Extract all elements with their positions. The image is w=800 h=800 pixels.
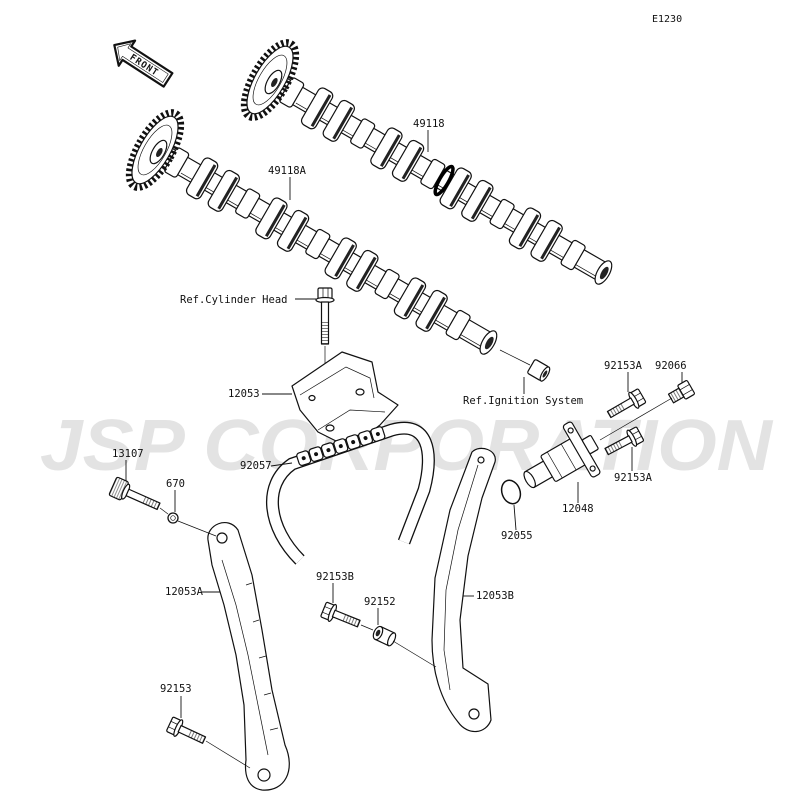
- washer-670: [167, 512, 179, 524]
- o-ring-92055: [500, 479, 522, 505]
- bolt-92153: [166, 716, 208, 748]
- callout-92152: 92152: [364, 596, 396, 608]
- leader-92057: [270, 462, 293, 467]
- callout-92153b: 92153B: [316, 571, 354, 583]
- alignment-line: [360, 624, 374, 631]
- chain-guide-12053a: [207, 522, 290, 791]
- watermark-text: JSP CORPORATION: [40, 406, 774, 486]
- callout-12048: 12048: [562, 503, 594, 515]
- ignition-rotor-part: [527, 359, 551, 382]
- callout-92153a-upper: 92153A: [604, 360, 643, 372]
- tensioner-guide-12053b: [431, 447, 496, 733]
- callout-92057: 92057: [240, 460, 272, 472]
- alignment-line: [392, 640, 437, 668]
- callout-13107: 13107: [112, 448, 144, 460]
- alignment-line: [499, 349, 531, 366]
- callout-12053: 12053: [228, 388, 260, 400]
- callout-12053b: 12053B: [476, 590, 514, 602]
- chain-guide-12053: [291, 351, 399, 449]
- front-arrow-icon: FRONT: [113, 39, 174, 88]
- collar-92152: [372, 625, 397, 647]
- cam-chain-92057: [266, 421, 435, 565]
- callout-labels: 49118 49118A Ref.Cylinder Head 12053 Ref…: [112, 118, 687, 695]
- alignment-line: [159, 507, 169, 515]
- alignment-line: [599, 397, 673, 441]
- cylinder-head-bolt: [315, 287, 335, 345]
- callout-ref-ignition-system: Ref.Ignition System: [463, 395, 583, 407]
- camshaft-49118a: [119, 105, 514, 382]
- leader-lines: [125, 130, 683, 718]
- diagram-code: E1230: [652, 14, 682, 25]
- alignment-line: [177, 520, 217, 537]
- plug-bolt-92066: [667, 380, 695, 404]
- bolt-92153b: [320, 601, 362, 632]
- camshaft-ring: [433, 164, 455, 197]
- leader-92055: [513, 504, 517, 531]
- pivot-bolt-13107: [108, 476, 161, 511]
- callout-92153: 92153: [160, 683, 192, 695]
- callout-92153a-lower: 92153A: [614, 472, 653, 484]
- callout-49118a: 49118A: [268, 165, 307, 177]
- alignment-line: [205, 740, 251, 769]
- callout-49118: 49118: [413, 118, 445, 130]
- callout-ref-cylinder-head: Ref.Cylinder Head: [180, 294, 287, 306]
- callout-92066: 92066: [655, 360, 687, 372]
- callout-12053a: 12053A: [165, 586, 204, 598]
- callout-670: 670: [166, 478, 185, 490]
- chain-tensioner-12048: [523, 421, 601, 489]
- callout-92055: 92055: [501, 530, 533, 542]
